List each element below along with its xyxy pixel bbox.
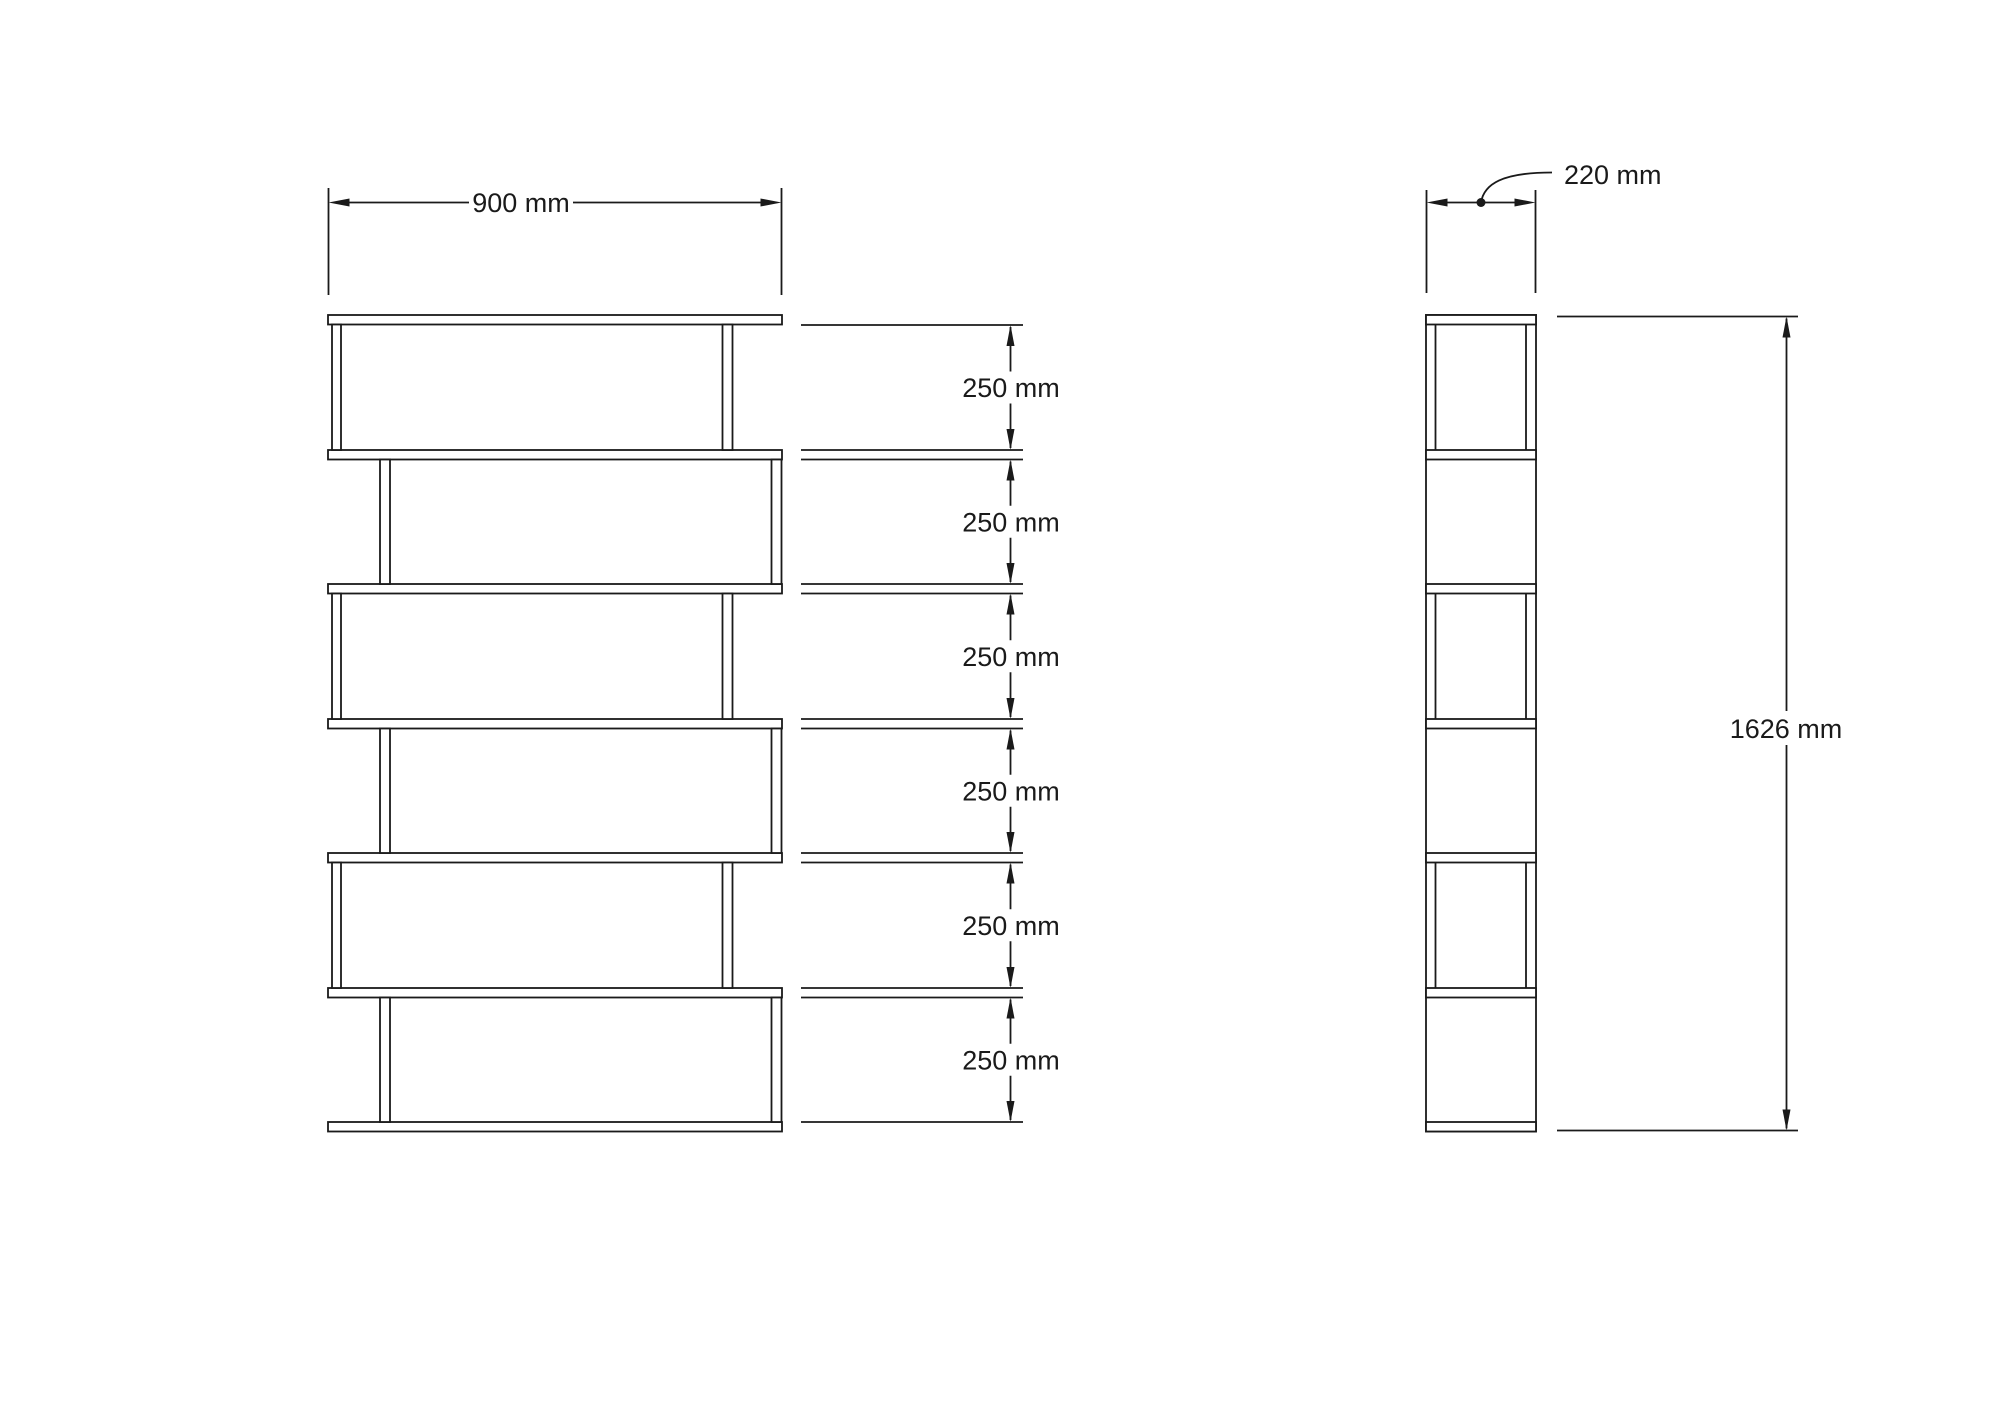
vertical-panel xyxy=(770,996,783,1123)
spacing-dimension-label: 250 mm xyxy=(962,777,1060,807)
shelf-board xyxy=(327,314,783,326)
shelf-board xyxy=(327,852,783,864)
spacing-dimension-label: 250 mm xyxy=(962,911,1060,941)
front-vertical-panels xyxy=(331,323,783,1123)
height-dimension-label: 1626 mm xyxy=(1730,714,1843,744)
dimension-spacing-1: 250 mm xyxy=(962,325,1060,450)
shelf-board xyxy=(327,1121,783,1133)
dimension-spacings: 250 mm 250 mm 250 mm xyxy=(801,324,1060,1123)
front-shelf-boards xyxy=(327,314,783,1133)
side-board xyxy=(1425,314,1537,326)
shelf-board xyxy=(327,583,783,595)
arrowhead-left-icon xyxy=(328,198,350,207)
arrowhead-left-icon xyxy=(1426,198,1448,207)
vertical-panel xyxy=(379,458,391,585)
side-board xyxy=(1425,1121,1537,1133)
vertical-panel xyxy=(721,592,734,720)
side-board xyxy=(1425,449,1537,461)
vertical-panel xyxy=(721,323,734,451)
dimension-width: 900 mm xyxy=(327,188,783,295)
front-view xyxy=(327,314,783,1133)
spacing-dimension-label: 250 mm xyxy=(962,373,1060,403)
width-dimension-label: 900 mm xyxy=(472,188,570,218)
shelf-board xyxy=(327,987,783,999)
arrowhead-right-icon xyxy=(1514,198,1536,207)
spacing-extension-lines xyxy=(801,324,1023,1123)
side-board xyxy=(1425,852,1537,864)
arrowhead-right-icon xyxy=(760,198,782,207)
vertical-panel xyxy=(379,996,391,1123)
vertical-panel xyxy=(770,727,783,854)
dimension-spacing-3: 250 mm xyxy=(962,593,1060,719)
shelf-board xyxy=(327,718,783,730)
side-board xyxy=(1425,718,1537,730)
side-board xyxy=(1425,987,1537,999)
dimension-spacing-5: 250 mm xyxy=(962,862,1060,988)
dimension-height: 1626 mm xyxy=(1557,315,1843,1132)
vertical-panel xyxy=(379,727,391,854)
vertical-panel xyxy=(331,323,342,451)
spacing-dimension-label: 250 mm xyxy=(962,508,1060,538)
depth-dimension-label: 220 mm xyxy=(1564,160,1662,190)
dimension-depth: 220 mm xyxy=(1425,160,1662,293)
side-view xyxy=(1425,314,1537,1133)
shelf-board xyxy=(327,449,783,461)
side-panel-edges xyxy=(1434,324,1527,988)
vertical-panel xyxy=(770,458,783,585)
side-board xyxy=(1425,583,1537,595)
dimension-spacing-6: 250 mm xyxy=(962,997,1060,1122)
spacing-dimension-label: 250 mm xyxy=(962,642,1060,672)
spacing-dimension-label: 250 mm xyxy=(962,1046,1060,1076)
side-shelf-boards xyxy=(1425,314,1537,1133)
dimension-spacing-2: 250 mm xyxy=(962,459,1060,584)
dimension-spacing-4: 250 mm xyxy=(962,728,1060,853)
vertical-panel xyxy=(331,861,342,989)
vertical-panel xyxy=(331,592,342,720)
leader-curve xyxy=(1480,171,1553,203)
vertical-panel xyxy=(721,861,734,989)
